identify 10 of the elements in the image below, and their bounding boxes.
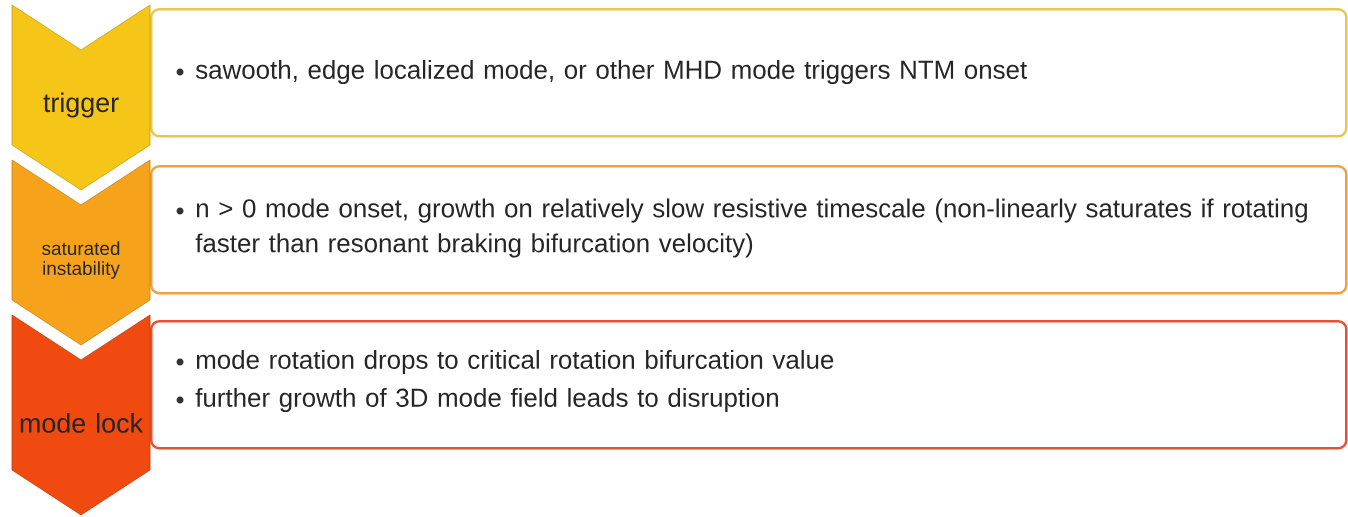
step-box [150,8,1348,138]
step-box [150,165,1348,295]
chevron-step: mode lock [11,314,151,516]
step-box [150,320,1348,450]
chevron-step: trigger [11,4,151,191]
chevron-step: saturated instability [11,159,151,346]
step-text: further growth of 3D mode field leads to disruption [195,387,778,413]
step-text: sawooth, edge localized mode, or other MHD mode triggers NTM onset [195,59,1027,85]
step-text: n > 0 mode onset, growth on relatively slow resistive timescale (non-linearly saturates if rotating faster than resonant braking bifurcation velocity) [195,198,1307,258]
step-text: mode rotation drops to critical rotation bifurcation value [196,349,834,375]
